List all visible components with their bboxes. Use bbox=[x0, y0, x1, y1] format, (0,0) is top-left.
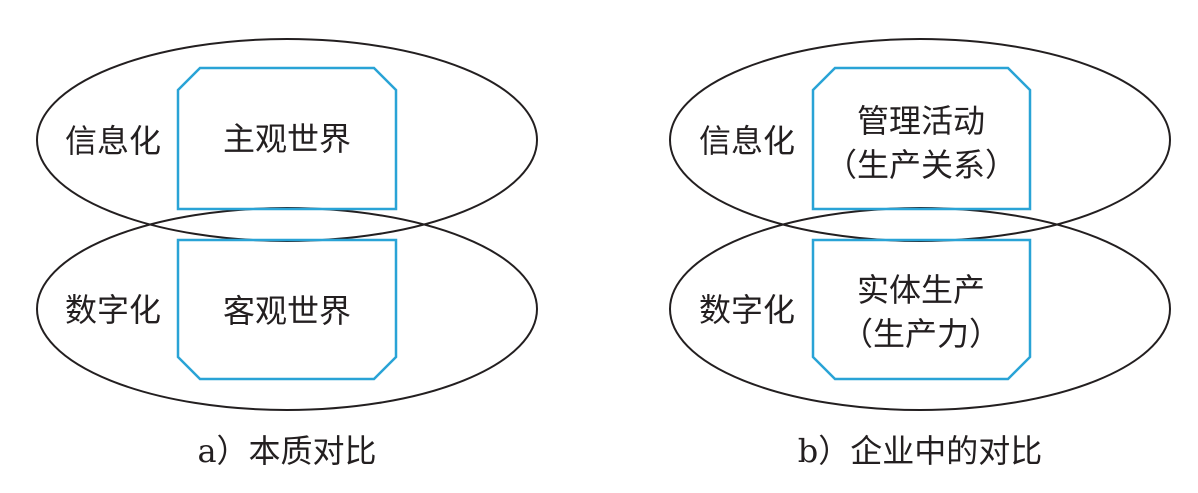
panel-b-top-side-label: 信息化 bbox=[699, 122, 795, 160]
panel-a-top-box-label: 主观世界 bbox=[223, 120, 351, 158]
panel-a-bottom-side-label: 数字化 bbox=[65, 291, 161, 329]
panel-a-bottom-box bbox=[176, 238, 398, 381]
panel-a-bottom-box-label: 客观世界 bbox=[223, 292, 351, 330]
panel-a-top-side-label: 信息化 bbox=[65, 122, 161, 160]
panel-a-top-box bbox=[176, 66, 398, 211]
panel-b-top-box-line-1: 管理活动 bbox=[857, 102, 985, 140]
panel-a: 信息化 数字化 主观世界 客观世界 a）本质对比 bbox=[36, 38, 538, 470]
panel-b: 信息化 数字化 管理活动 （生产关系） 实体生产 （生产力） b）企业中的对比 bbox=[669, 38, 1171, 470]
panel-b-top-box-line-2: （生产关系） bbox=[825, 146, 1017, 184]
panel-b-bottom-side-label: 数字化 bbox=[699, 291, 795, 329]
panel-b-bottom-box-line-1: 实体生产 bbox=[857, 271, 985, 309]
panel-b-bottom-box-line-2: （生产力） bbox=[841, 315, 1001, 353]
panel-b-caption: b）企业中的对比 bbox=[798, 432, 1043, 470]
panel-b-top-box bbox=[811, 66, 1032, 211]
panel-a-caption: a）本质对比 bbox=[197, 432, 376, 470]
panel-b-bottom-box bbox=[811, 238, 1032, 381]
